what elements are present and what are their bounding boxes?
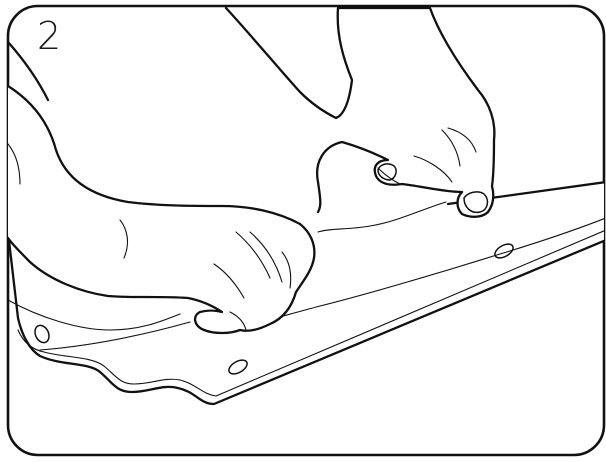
step-number: 2 <box>37 14 61 58</box>
